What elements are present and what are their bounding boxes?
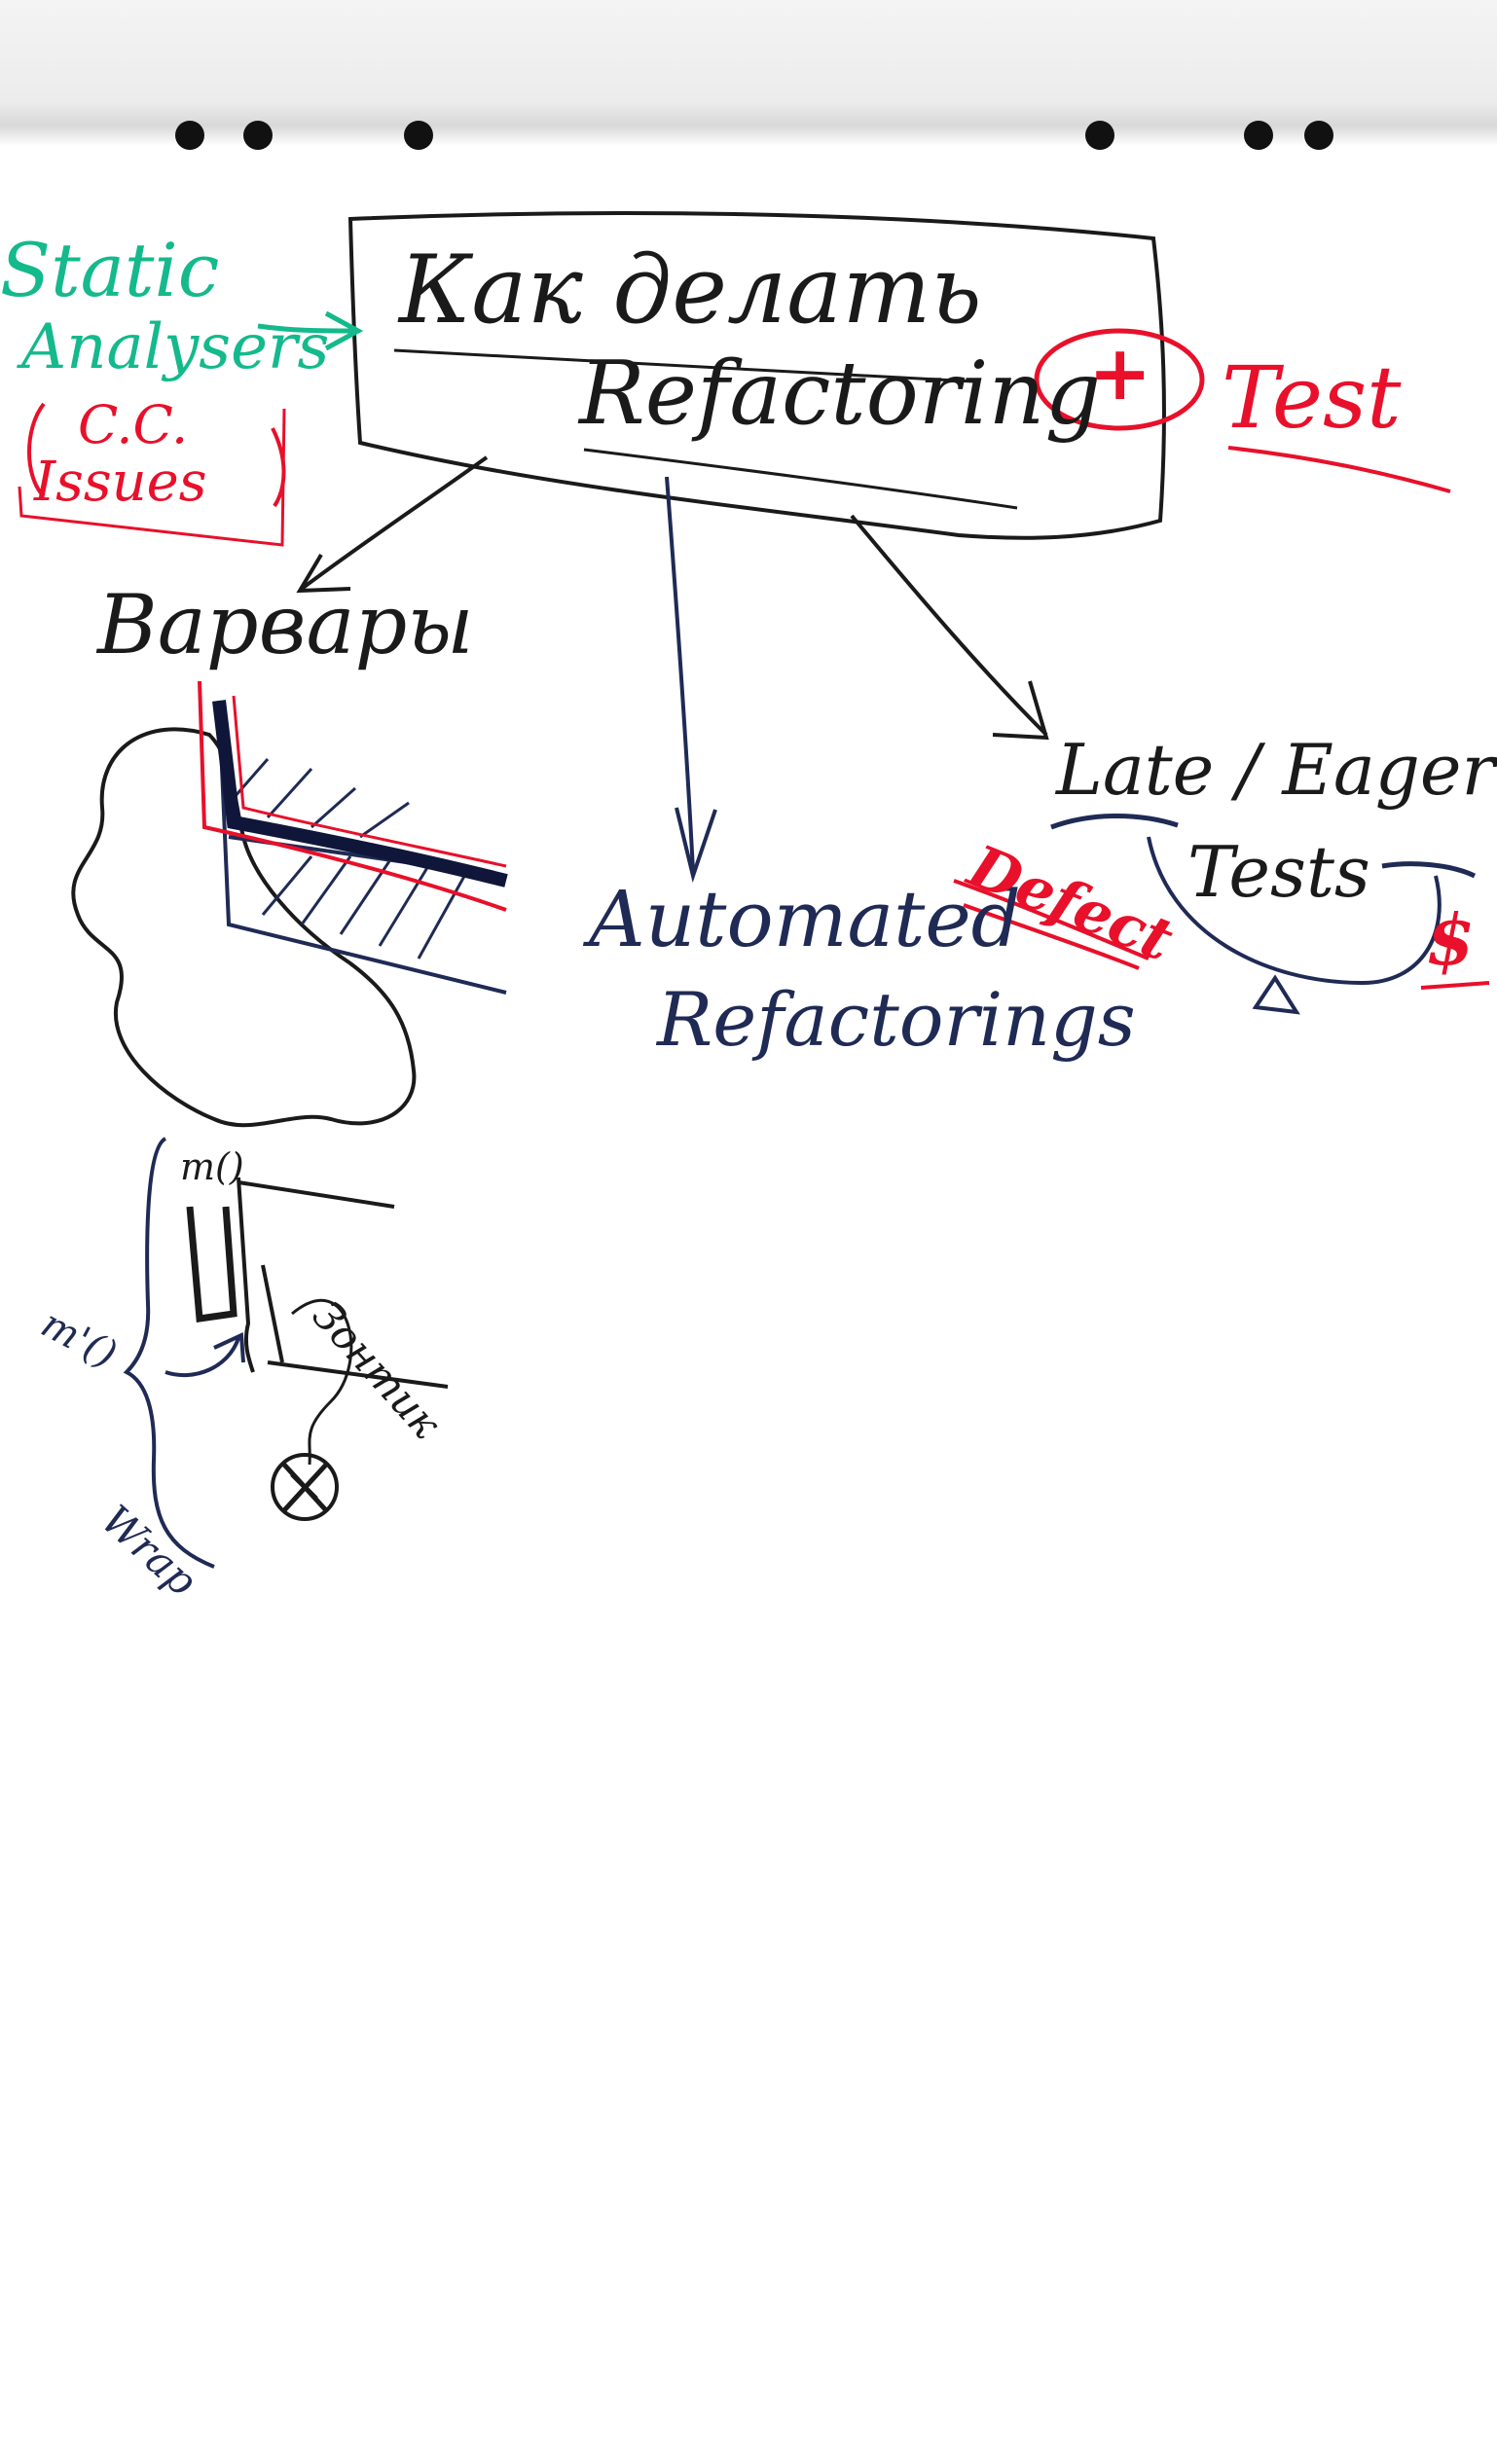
wrapper-brace	[123, 1137, 215, 1569]
dollar-underline	[1420, 981, 1490, 990]
binder-hole	[1085, 121, 1114, 150]
test-label: Test	[1222, 347, 1402, 448]
scale-pan-left	[1050, 814, 1179, 830]
arrow-to-late-eager	[850, 514, 1048, 737]
barbarians-label: Варвары	[97, 577, 474, 672]
method-stub	[237, 1177, 449, 1389]
green-arrow-head	[324, 310, 364, 351]
binder-hole	[1304, 121, 1333, 150]
issues-label: Issues	[34, 451, 207, 514]
binder-hole	[175, 121, 204, 150]
scale-pan-right	[1381, 861, 1477, 879]
arrow-head-barbarians	[296, 553, 351, 594]
stub-tether	[291, 1298, 353, 1466]
title-underline	[393, 348, 974, 383]
binder-hole	[243, 121, 273, 150]
tests-label: Tests	[1187, 831, 1370, 913]
hatch-lines	[232, 758, 469, 960]
bug-cross	[282, 1463, 328, 1512]
method-box	[186, 1206, 237, 1323]
binder-hole	[404, 121, 433, 150]
refactoring-underline	[583, 448, 1018, 510]
arrow-to-automated	[665, 476, 695, 872]
title-line-2: Refactoring	[579, 343, 1102, 445]
scale-beam	[1147, 836, 1442, 986]
title-line-1: Как делать	[399, 236, 982, 344]
inject-arrow	[164, 1331, 245, 1378]
scale-fulcrum	[1252, 974, 1300, 1015]
binder-hole	[1244, 121, 1273, 150]
dollar-label: $	[1426, 898, 1476, 981]
cc-label: C.C.	[78, 394, 189, 455]
bug-circle	[271, 1453, 339, 1521]
thick-boundary	[212, 700, 508, 888]
static-label: Static	[0, 227, 220, 313]
plus-sign: +	[1088, 329, 1152, 417]
code-blob	[71, 727, 417, 1128]
late-eager-label: Late / Eager	[1056, 729, 1495, 811]
title-box	[347, 211, 1166, 540]
binder-strip	[0, 0, 1497, 146]
red-boundary-2	[232, 695, 507, 868]
arrow-head-automated	[675, 807, 717, 884]
plus-circle	[1034, 328, 1205, 431]
defect-underline	[953, 879, 1150, 970]
arrow-head-late-eager	[992, 680, 1049, 741]
method-label: m()	[180, 1145, 244, 1188]
method-line-top	[237, 1180, 395, 1209]
automated-label-2: Refactorings	[657, 976, 1136, 1063]
red-boundary	[198, 680, 507, 912]
analysers-label: Analysers	[21, 311, 330, 383]
test-underline	[1227, 446, 1451, 493]
green-arrow	[257, 323, 356, 334]
automated-label-1: Automated	[589, 874, 1021, 964]
arrow-to-barbarians	[300, 455, 489, 591]
issues-frame	[18, 408, 286, 547]
